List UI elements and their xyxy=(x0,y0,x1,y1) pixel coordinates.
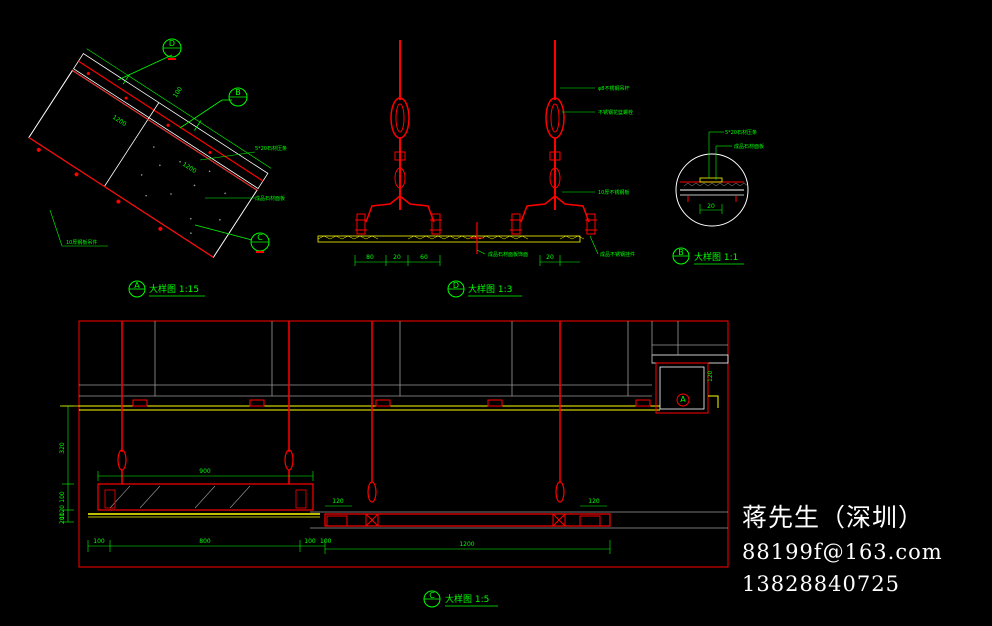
detail-d-caption: 大样图 1:3 xyxy=(468,283,512,295)
detail-c-caption: 大样图 1:5 xyxy=(445,593,489,605)
detail-c: A 120 900 xyxy=(59,320,729,608)
detail-a: D B C 5*20石材压条 成品石材面板 10厚钢板吊件 1200 1200 … xyxy=(28,38,287,298)
watermark-phone: 13828840725 xyxy=(742,572,900,596)
detail-c-dim-10: 10 xyxy=(59,512,66,520)
detail-d-note-rod: φ8不锈钢吊杆 xyxy=(598,85,629,92)
detail-b-note-strip: 5*20石材压条 xyxy=(725,129,757,136)
detail-c-callout-letter: A xyxy=(680,395,686,404)
detail-c-dim-1200: 1200 xyxy=(459,541,474,548)
detail-d-note-bracket: 成品不锈钢挂件 xyxy=(600,251,635,258)
detail-c-dim-800: 800 xyxy=(199,538,211,545)
detail-a-panels xyxy=(28,48,272,258)
detail-c-dim-100-c: 100 xyxy=(320,538,332,545)
detail-c-dim-120-v: 120 xyxy=(59,505,66,517)
detail-a-note-hanger: 10厚钢板吊件 xyxy=(66,239,97,246)
detail-d-note-facing: 成品石材面板饰面 xyxy=(488,251,528,258)
detail-d-dim-3: 60 xyxy=(420,254,428,261)
detail-d: φ8不锈钢吊杆 不锈钢花篮螺栓 10厚不锈钢板 成品石材面板饰面 成品不锈钢挂件… xyxy=(317,40,635,298)
detail-c-dim-120-left: 120 xyxy=(332,498,344,505)
detail-a-note-strip: 5*20石材压条 xyxy=(255,145,287,152)
detail-a-caption: 大样图 1:15 xyxy=(149,283,199,295)
detail-d-bubble: D xyxy=(453,281,459,290)
detail-d-dim-2: 20 xyxy=(393,254,401,261)
detail-c-dim-100-a: 100 xyxy=(93,538,105,545)
detail-b: 5*20石材压条 成品石材面板 20 B 大样图 1:1 xyxy=(672,129,764,265)
watermark-email: 88199f@163.com xyxy=(742,540,943,564)
callout-c-letter: C xyxy=(257,233,263,242)
detail-b-note-panel: 成品石材面板 xyxy=(734,143,764,150)
detail-c-dim-320: 320 xyxy=(59,442,66,454)
detail-d-dim-4: 20 xyxy=(546,254,554,261)
detail-c-dim-120-right: 120 xyxy=(588,498,600,505)
detail-c-dim-100-b: 100 xyxy=(304,538,316,545)
watermark-name: 蒋先生（深圳） xyxy=(742,503,925,532)
detail-a-bubble: A xyxy=(134,281,140,290)
detail-d-note-plate: 10厚不锈钢板 xyxy=(598,189,629,196)
detail-c-dim-corner: 120 xyxy=(707,370,714,382)
detail-c-dim-100-v: 100 xyxy=(59,491,66,503)
detail-b-caption: 大样图 1:1 xyxy=(694,251,738,263)
detail-d-note-turnbuckle: 不锈钢花篮螺栓 xyxy=(598,109,633,116)
detail-b-bubble: B xyxy=(678,248,684,257)
detail-b-dim: 20 xyxy=(707,203,715,210)
detail-c-dim-900: 900 xyxy=(199,468,211,475)
detail-a-note-panel: 成品石材面板 xyxy=(255,195,285,202)
detail-d-dim-1: 80 xyxy=(366,254,374,261)
callout-d-letter: D xyxy=(169,39,175,48)
detail-c-dim-20: 20 xyxy=(59,516,66,524)
callout-b-letter: B xyxy=(235,88,241,97)
detail-c-bubble: C xyxy=(429,591,435,600)
